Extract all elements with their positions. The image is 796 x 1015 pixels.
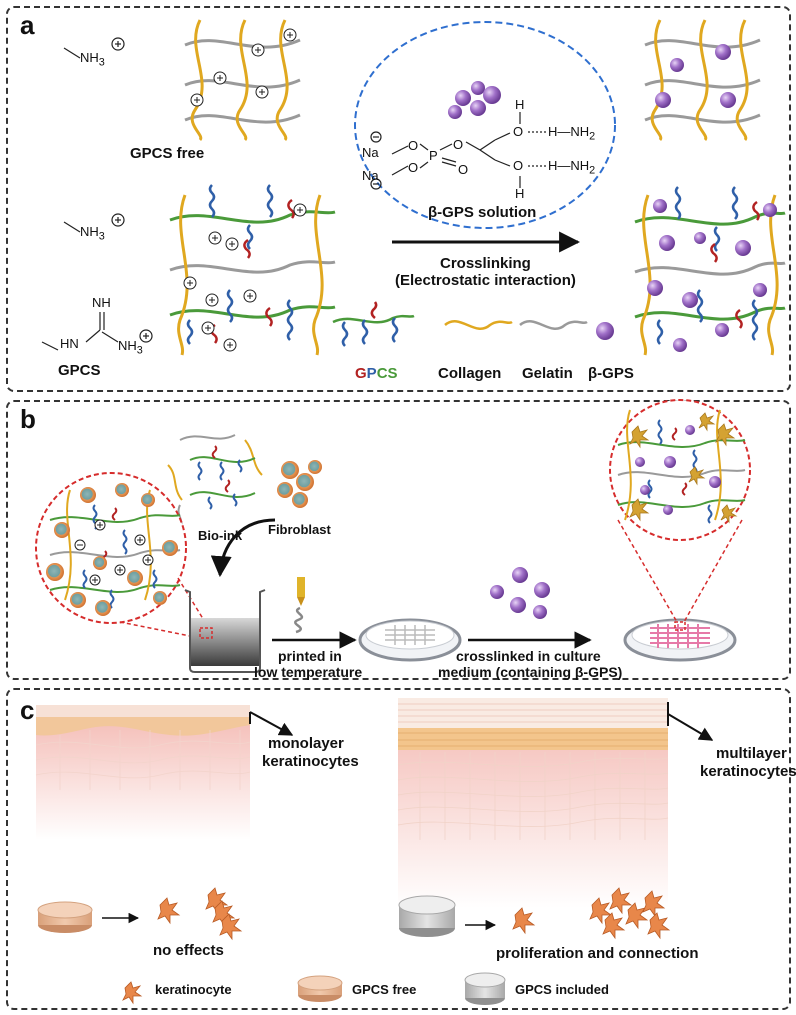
ammonium-label-1: NH3 xyxy=(80,50,105,69)
panel-c-label: c xyxy=(20,695,35,725)
zoom-right-leader-right xyxy=(683,519,743,623)
zoom-right-network xyxy=(617,409,746,524)
beaker xyxy=(184,589,266,673)
na-label-2: Na xyxy=(362,168,379,183)
gpcs-free-charges xyxy=(190,28,297,107)
gpcs-free-network xyxy=(184,19,301,142)
ammonium-label-2: NH3 xyxy=(80,224,105,243)
p-label: P xyxy=(429,148,438,163)
o-label-5: O xyxy=(513,124,524,139)
bgps-molecules-in-oval xyxy=(448,81,501,119)
petri-dish-printed xyxy=(358,618,462,662)
mono-pointer-arrow xyxy=(249,711,294,736)
hnh2-label-1: H—NH2 xyxy=(548,124,596,143)
zoom-right-bgps xyxy=(635,425,721,515)
multilayer-label-1: multilayer xyxy=(716,745,787,762)
gpcs-label: GPCS xyxy=(58,362,101,379)
legend-gpcs-included-label: GPCS included xyxy=(515,982,609,997)
hnh2-label-2: H—NH2 xyxy=(548,158,596,177)
panel-b-frame xyxy=(6,400,791,680)
legend-gelatin-icon xyxy=(519,320,588,330)
disc-gpcs-included xyxy=(398,895,456,937)
o-label-6: O xyxy=(513,158,524,173)
fibroblast-label: Fibroblast xyxy=(268,522,331,537)
h-label-top: H xyxy=(515,97,525,112)
bioink-illustration xyxy=(167,434,263,529)
zoom-left-leader-bottom xyxy=(119,621,201,639)
keratinocytes-no-effect xyxy=(157,887,243,941)
gpcs-free-label: GPCS free xyxy=(130,145,205,162)
gpcs-peg-chains xyxy=(186,184,294,345)
zoom-left-leader-top xyxy=(177,577,206,623)
panel-c-frame xyxy=(6,688,791,1010)
h-label-bottom: H xyxy=(515,186,525,201)
gpcs-crosslinked-bgps xyxy=(647,199,777,352)
electrostatic-label: (Electrostatic interaction) xyxy=(395,272,576,289)
legend-gelatin-label: Gelatin xyxy=(522,365,573,382)
zoom-left-charges xyxy=(74,519,154,586)
crosslink-step-line2: medium (containing β-GPS) xyxy=(438,664,623,680)
printing-nozzle xyxy=(294,577,305,634)
fibroblast-cluster xyxy=(277,460,322,508)
zoom-left-cells xyxy=(46,483,178,616)
print-step-line1: printed in xyxy=(278,648,342,664)
bgps-balls-panel-b xyxy=(490,567,550,619)
legend-keratinocyte-icon xyxy=(122,981,143,1005)
legend-collagen-label: Collagen xyxy=(438,365,502,382)
o-label-4: O xyxy=(458,162,469,177)
legend-gpcs-icon xyxy=(332,301,415,347)
skin-monolayer xyxy=(35,705,251,840)
o-label-2: O xyxy=(408,160,419,175)
legend-bgps-label: β-GPS xyxy=(588,365,634,382)
legend-keratinocyte-label: keratinocyte xyxy=(155,982,232,997)
gpcs-crosslinked-peg-chains xyxy=(656,186,759,345)
keratinocytes-proliferating xyxy=(512,887,671,940)
crosslink-step-line1: crosslinked in culture xyxy=(456,648,601,664)
no-effects-label: no effects xyxy=(153,942,224,959)
panel-b-label: b xyxy=(20,404,36,434)
bgps-solution-oval xyxy=(354,21,616,229)
zoom-right-leader-left xyxy=(617,519,678,623)
guanidinium-group xyxy=(41,312,153,351)
petri-dish-crosslinked xyxy=(623,618,737,662)
crosslinking-label: Crosslinking xyxy=(440,255,531,272)
ammonium-group-2 xyxy=(63,213,125,233)
zoom-right-fibroblasts xyxy=(629,412,738,524)
panel-a-label: a xyxy=(20,10,35,40)
monolayer-label-1: monolayer xyxy=(268,735,344,752)
gpcs-crosslinked-guanidine xyxy=(710,200,760,329)
legend-gpcs-included-icon xyxy=(464,972,506,1005)
gpcs-charges xyxy=(183,203,307,352)
gpcs-crosslinked-network xyxy=(634,194,786,356)
gpcs-free-crosslinked-network xyxy=(644,19,761,142)
print-step-line2: low temperature xyxy=(254,664,363,680)
skin-multilayer xyxy=(397,698,669,908)
guanidine-nh-label: NH xyxy=(92,295,111,310)
bioink-label: Bio-ink xyxy=(198,528,243,543)
gpcs-free-crosslinked-bgps xyxy=(655,44,736,108)
bgps-structure-bonds xyxy=(370,112,548,190)
guanidine-hn-label: HN xyxy=(60,336,79,351)
legend-gpcs-free-label: GPCS free xyxy=(352,982,417,997)
legend-collagen-icon xyxy=(444,320,513,330)
guanidine-nh3-label: NH3 xyxy=(118,338,143,357)
bgps-solution-label: β-GPS solution xyxy=(428,204,537,221)
o-label-1: O xyxy=(408,138,419,153)
multilayer-label-2: keratinocytes xyxy=(700,763,796,780)
disc-gpcs-free xyxy=(37,901,93,933)
legend-gpcs-label: GPCS xyxy=(355,365,398,382)
monolayer-label-2: keratinocytes xyxy=(262,753,359,770)
fibroblast-to-beaker-arrow xyxy=(210,518,276,578)
legend-bgps-icon xyxy=(596,322,614,340)
na-label-1: Na xyxy=(362,145,379,160)
proliferation-label: proliferation and connection xyxy=(496,945,699,962)
gpcs-network xyxy=(169,194,336,356)
panel-a-frame xyxy=(6,6,791,392)
o-label-3: O xyxy=(453,137,464,152)
legend-gpcs-free-icon xyxy=(297,975,343,1002)
ammonium-group-1 xyxy=(63,37,125,59)
multi-pointer-arrow xyxy=(667,713,714,741)
